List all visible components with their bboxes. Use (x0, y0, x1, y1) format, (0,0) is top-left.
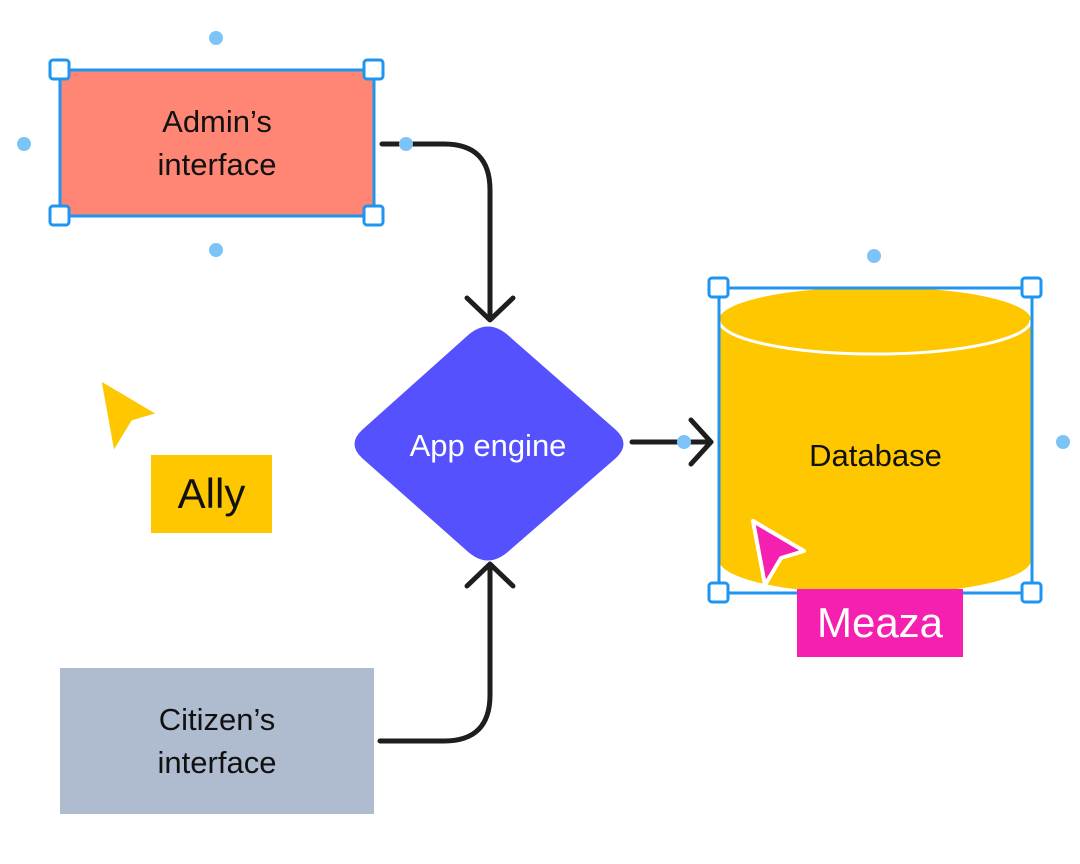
label-line: Admin’s (162, 104, 272, 139)
database-cylinder-body (719, 320, 1031, 594)
database-node[interactable] (717, 287, 1033, 594)
admin-interface-node[interactable] (60, 70, 374, 216)
meaza-cursor (751, 519, 806, 587)
resize-handle[interactable] (362, 204, 385, 227)
meaza-cursor-icon (751, 519, 806, 587)
arrowhead-into-database (688, 417, 714, 467)
label-line: interface (157, 147, 277, 182)
label-line: Citizen’s (158, 702, 276, 737)
resize-handle[interactable] (48, 204, 71, 227)
resize-handle[interactable] (707, 581, 730, 604)
citizen-interface-label: Citizen’s interface (60, 668, 374, 814)
app-engine-node[interactable] (354, 326, 624, 561)
connector-citizen-to-engine[interactable] (377, 566, 493, 744)
resize-handle[interactable] (1020, 581, 1043, 604)
connection-dot[interactable] (209, 31, 223, 45)
database-rim-line (717, 319, 1033, 356)
connectors (377, 141, 714, 744)
arrowhead-into-engine-top (464, 295, 516, 323)
connection-dot[interactable] (1056, 435, 1070, 449)
ally-cursor-icon (97, 376, 162, 457)
resize-handle[interactable] (362, 58, 385, 81)
ally-cursor-name-tag: Ally (151, 455, 272, 533)
selection-outline (58, 68, 376, 218)
database-cylinder-top (719, 287, 1031, 353)
connection-dot[interactable] (867, 249, 881, 263)
ally-cursor (97, 376, 162, 457)
admin-selection (17, 31, 413, 257)
connection-dot[interactable] (399, 137, 413, 151)
connection-dot[interactable] (209, 243, 223, 257)
resize-handle[interactable] (1020, 276, 1043, 299)
arrowhead-into-engine-bottom (464, 561, 516, 589)
admin-interface-label: Admin’s interface (60, 70, 374, 216)
connection-dot[interactable] (677, 435, 691, 449)
resize-handle[interactable] (707, 276, 730, 299)
connection-dot[interactable] (17, 137, 31, 151)
citizen-interface-node[interactable] (60, 668, 374, 814)
app-engine-label: App engine (409, 427, 567, 463)
resize-handle[interactable] (48, 58, 71, 81)
label-line: interface (157, 745, 277, 780)
meaza-cursor-name-tag: Meaza (797, 589, 963, 657)
connector-admin-to-engine[interactable] (379, 141, 493, 317)
database-label: Database (809, 437, 942, 473)
